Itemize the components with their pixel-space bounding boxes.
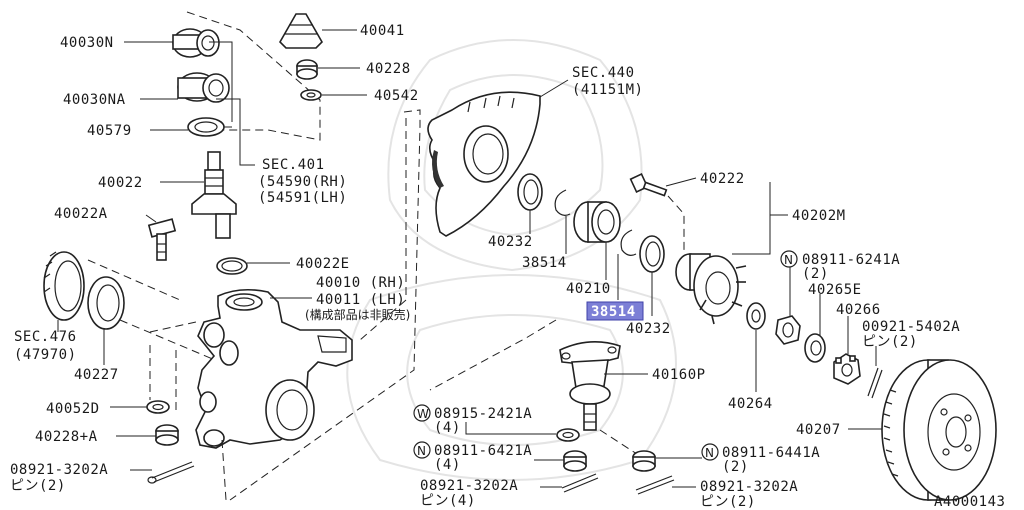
label-sec401-rh: (54590(RH) <box>258 174 347 190</box>
label-40030NA[interactable]: 40030NA <box>63 92 126 108</box>
circle-n-6441A-icon: N <box>701 443 719 461</box>
label-sec440-sub: (41151M) <box>572 82 643 98</box>
label-sec401-lh: (54591(LH) <box>258 190 347 206</box>
circle-n-6241A-icon: N <box>780 250 798 268</box>
part-40030NA-bearing[interactable] <box>177 72 230 103</box>
svg-text:W: W <box>417 407 429 421</box>
label-40232-top[interactable]: 40232 <box>488 234 533 250</box>
part-40022-stud[interactable] <box>191 151 237 239</box>
label-40160P[interactable]: 40160P <box>652 367 706 383</box>
part-40041-boot[interactable] <box>279 13 323 49</box>
part-38514-snap-ring-top[interactable] <box>554 189 571 216</box>
part-40228A-nut[interactable] <box>155 424 179 446</box>
label-40579[interactable]: 40579 <box>87 123 132 139</box>
label-40022E[interactable]: 40022E <box>296 256 350 272</box>
svg-text:N: N <box>784 253 793 267</box>
part-40264-washer[interactable] <box>746 302 766 330</box>
part-40210-bearing[interactable] <box>573 201 621 243</box>
label-40227[interactable]: 40227 <box>74 367 119 383</box>
label-40202M[interactable]: 40202M <box>792 208 846 224</box>
part-08921-cotter-pin-mid[interactable] <box>561 473 599 493</box>
part-40202M-hub[interactable] <box>675 253 747 325</box>
label-08915[interactable]: 08915-2421A <box>434 406 532 422</box>
label-pin4: ピン(4) <box>420 493 476 509</box>
part-40022A-bolt[interactable] <box>147 218 177 261</box>
part-40160P-ball-joint[interactable] <box>559 341 621 431</box>
label-qty-6441A: (2) <box>722 459 749 475</box>
label-00921[interactable]: 00921-5402A <box>862 319 960 335</box>
part-40542-washer[interactable] <box>300 89 322 101</box>
part-40579-seal[interactable] <box>187 117 225 137</box>
label-40010-rh[interactable]: 40010 (RH) <box>316 275 405 291</box>
label-knuckle-note: (構成部品は非販売) <box>305 307 410 322</box>
part-40052D-washer[interactable] <box>146 400 170 414</box>
svg-text:N: N <box>417 444 426 458</box>
label-40022[interactable]: 40022 <box>98 175 143 191</box>
circle-w-08915-icon: W <box>413 404 431 422</box>
label-40207[interactable]: 40207 <box>796 422 841 438</box>
part-08921-cotter-pin-right[interactable] <box>635 475 675 495</box>
label-sec440[interactable]: SEC.440 <box>572 65 635 81</box>
part-40010-knuckle[interactable] <box>195 288 353 449</box>
part-00921-cotter-pin[interactable] <box>867 367 883 399</box>
part-08911-6421A-nut[interactable] <box>563 450 587 472</box>
circle-n-6421A-icon: N <box>413 441 431 459</box>
part-40232-seal-top[interactable] <box>517 173 543 211</box>
label-40232-bottom[interactable]: 40232 <box>626 321 671 337</box>
label-sec476[interactable]: SEC.476 <box>14 329 77 345</box>
label-08911-6421A[interactable]: 08911-6421A <box>434 443 532 459</box>
label-40052D[interactable]: 40052D <box>46 401 100 417</box>
label-sec476-sub: (47970) <box>14 347 77 363</box>
part-38514-snap-ring-lower[interactable] <box>620 229 637 256</box>
part-08915-washer[interactable] <box>556 428 580 442</box>
label-40265E[interactable]: 40265E <box>808 282 862 298</box>
part-sec476-dust-cover[interactable] <box>43 251 85 321</box>
label-qty-6241A: (2) <box>802 266 829 282</box>
label-08911-6241A[interactable]: 08911-6241A <box>802 252 900 268</box>
part-40222-hub-bolt[interactable] <box>629 173 668 197</box>
diagram-id: A4000143 <box>934 494 1005 510</box>
label-08921-mid[interactable]: 08921-3202A <box>420 478 518 494</box>
label-40228[interactable]: 40228 <box>366 61 411 77</box>
label-08921-right[interactable]: 08921-3202A <box>700 479 798 495</box>
part-08911-6441A-nut[interactable] <box>632 450 656 472</box>
label-qty-6421A: (4) <box>434 457 461 473</box>
label-40011-lh[interactable]: 40011 (LH) <box>316 292 405 308</box>
label-08921-left[interactable]: 08921-3202A <box>10 462 108 478</box>
label-40266[interactable]: 40266 <box>836 302 881 318</box>
part-40228-nut-top[interactable] <box>296 59 318 80</box>
part-40227-seal[interactable] <box>87 276 125 330</box>
svg-text:N: N <box>705 446 714 460</box>
label-40222[interactable]: 40222 <box>700 171 745 187</box>
part-40030N-bearing[interactable] <box>172 28 220 58</box>
label-08911-6441A[interactable]: 08911-6441A <box>722 445 820 461</box>
svg-text:38514: 38514 <box>591 304 636 320</box>
part-40266-castle-nut[interactable] <box>833 353 861 385</box>
label-sec401[interactable]: SEC.401 <box>262 157 325 173</box>
part-08921-cotter-pin-left[interactable] <box>147 461 195 484</box>
label-pin2-right-bottom: ピン(2) <box>700 494 756 510</box>
label-40022A[interactable]: 40022A <box>54 206 108 222</box>
part-40265E-washer[interactable] <box>804 333 826 363</box>
label-38514-highlighted[interactable]: 38514 <box>586 301 644 321</box>
part-08911-6241A-nut[interactable] <box>775 315 801 345</box>
label-40264[interactable]: 40264 <box>728 396 773 412</box>
label-40210[interactable]: 40210 <box>566 281 611 297</box>
part-40232-seal-bottom[interactable] <box>639 235 665 273</box>
part-40022E-ring[interactable] <box>216 257 248 275</box>
label-40542[interactable]: 40542 <box>374 88 419 104</box>
label-40041[interactable]: 40041 <box>360 23 405 39</box>
label-40228A[interactable]: 40228+A <box>35 429 98 445</box>
label-qty-08915: (4) <box>434 420 461 436</box>
part-sec440-splash-shield[interactable] <box>427 91 541 237</box>
part-40207-brake-rotor[interactable] <box>881 359 997 501</box>
label-pin2-right-top: ピン(2) <box>862 334 918 350</box>
label-pin2-left: ピン(2) <box>10 478 66 494</box>
label-38514-top[interactable]: 38514 <box>522 255 567 271</box>
label-40030N[interactable]: 40030N <box>60 35 114 51</box>
